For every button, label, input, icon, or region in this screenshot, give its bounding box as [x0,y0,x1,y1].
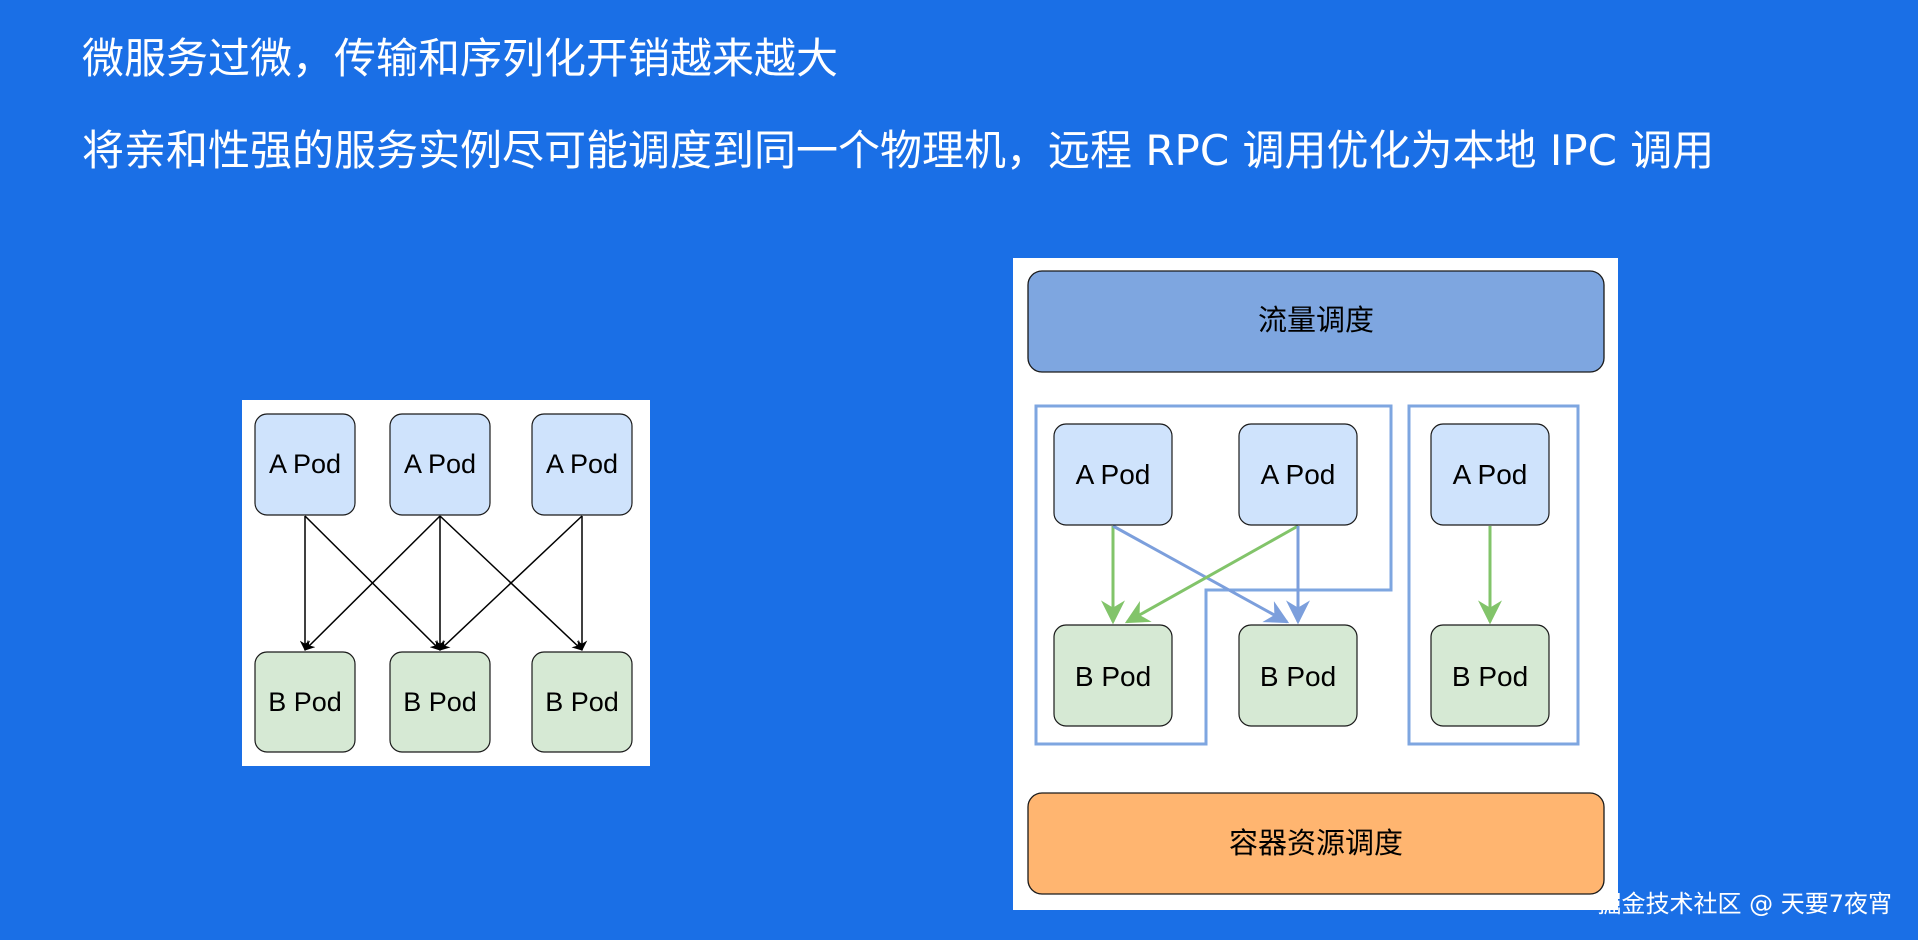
footer-credit: 掘金技术社区 @ 天要7夜宵 [1597,890,1892,918]
traffic-scheduling-layer: 流量调度 [1027,270,1605,373]
pod-label: B Pod [403,687,477,717]
right-edges [1101,524,1502,625]
node-group-left [1034,404,1393,746]
full-mesh-diagram: A Pod A Pod A Pod B Pod B Pod B Pod [242,400,650,766]
right-a-pod: A Pod [1430,423,1550,526]
pod-label: A Pod [404,449,476,479]
left-a-pod: A Pod [531,413,633,516]
left-a-pod: A Pod [254,413,356,516]
pod-label: B Pod [1452,661,1528,692]
left-b-pod: B Pod [389,651,491,753]
right-b-pod: B Pod [1053,624,1173,727]
affinity-scheduling-diagram: 流量调度 A Pod A Pod [1013,258,1618,910]
pod-label: A Pod [269,449,341,479]
right-a-pod: A Pod [1238,423,1358,526]
left-a-pod: A Pod [389,413,491,516]
left-edge [304,515,441,651]
right-edge-green [1124,524,1299,624]
right-b-pod: B Pod [1430,624,1550,727]
node-group-right [1407,404,1580,746]
pod-label: A Pod [1261,459,1336,490]
pod-label: B Pod [1075,661,1151,692]
pod-label: A Pod [1076,459,1151,490]
pod-label: B Pod [545,687,619,717]
pod-label: B Pod [268,687,342,717]
left-b-pod: B Pod [254,651,356,753]
slide-title: 微服务过微，传输和序列化开销越来越大 [82,34,839,83]
pod-label: B Pod [1260,661,1336,692]
right-edge-blue [1112,524,1290,624]
right-b-pod: B Pod [1238,624,1358,727]
traffic-scheduling-label: 流量调度 [1258,303,1374,337]
left-b-pod: B Pod [531,651,633,753]
slide-subtitle: 将亲和性强的服务实例尽可能调度到同一个物理机，远程 RPC 调用优化为本地 IP… [82,126,1715,175]
pod-label: A Pod [546,449,618,479]
right-a-pod: A Pod [1053,423,1173,526]
resource-scheduling-label: 容器资源调度 [1229,826,1403,860]
left-edges [299,515,588,652]
pod-label: A Pod [1453,459,1528,490]
resource-scheduling-layer: 容器资源调度 [1027,792,1605,895]
left-edge [439,515,583,651]
